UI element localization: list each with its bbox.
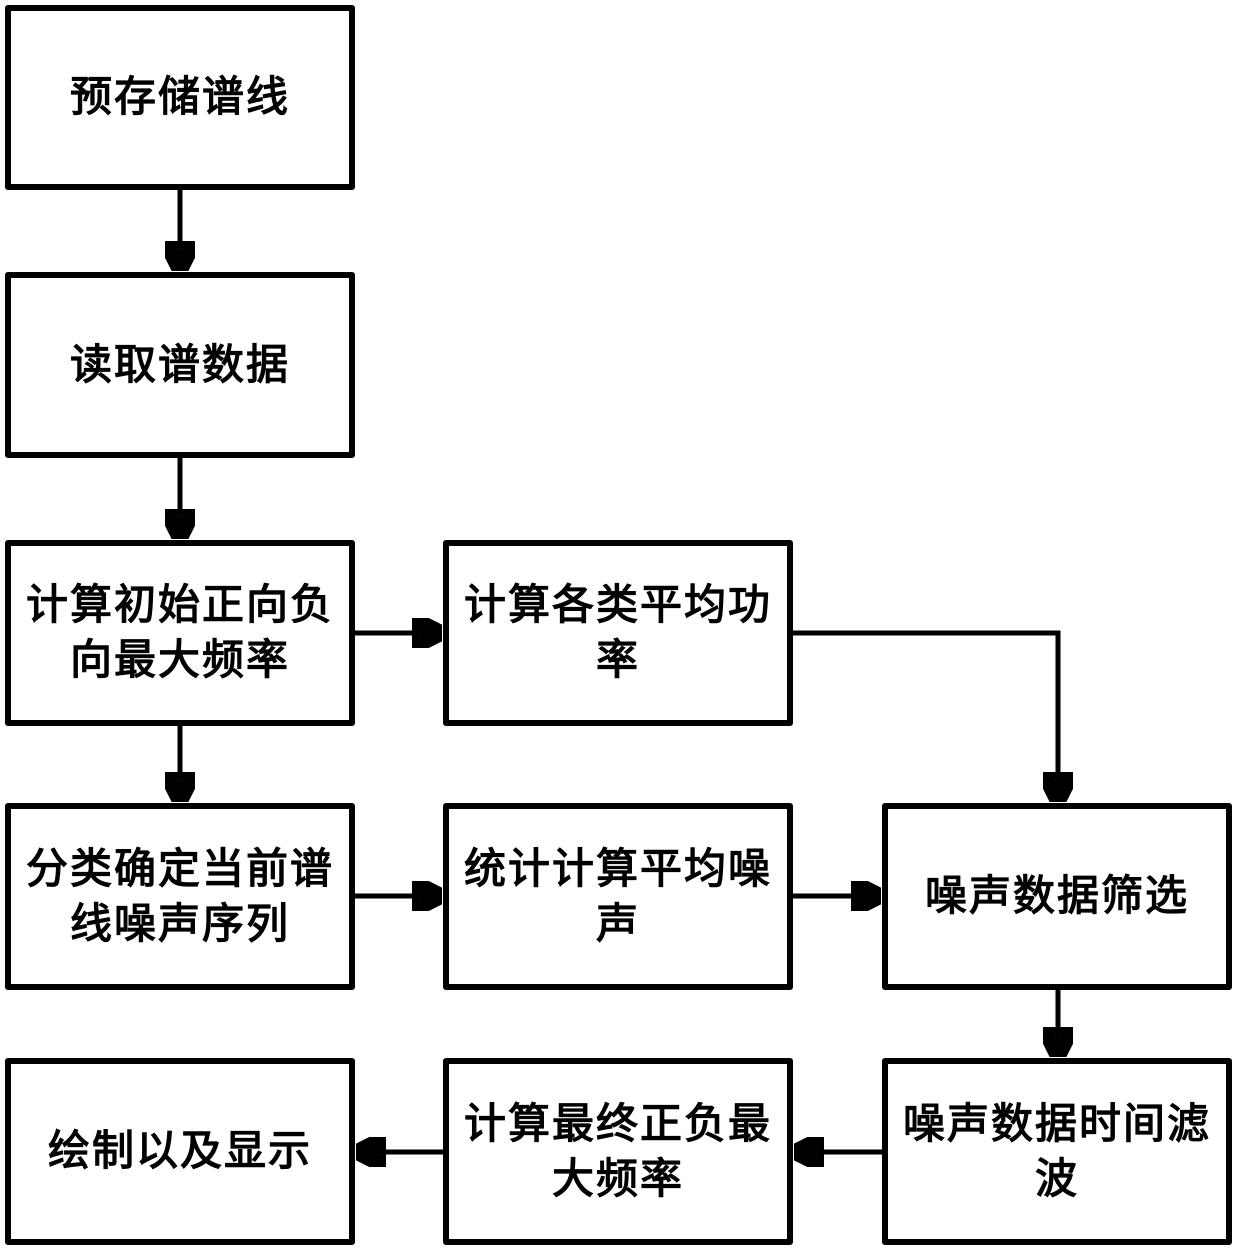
node-prestore-spectral-line: 预存储谱线	[5, 5, 355, 190]
node-draw-and-display: 绘制以及显示	[5, 1058, 355, 1245]
node-noise-data-screening: 噪声数据筛选	[882, 803, 1232, 990]
node-noise-data-time-filter: 噪声数据时间滤 波	[882, 1058, 1232, 1245]
node-calc-initial-max-freq: 计算初始正向负 向最大频率	[5, 540, 355, 726]
node-stat-calc-avg-noise: 统计计算平均噪 声	[443, 803, 793, 990]
arrow-avg-power-to-screening	[793, 630, 1058, 799]
node-calc-class-avg-power: 计算各类平均功 率	[443, 540, 793, 726]
node-classify-noise-sequence: 分类确定当前谱 线噪声序列	[5, 803, 355, 990]
node-calc-final-max-freq: 计算最终正负最 大频率	[443, 1058, 793, 1245]
node-read-spectrum-data: 读取谱数据	[5, 272, 355, 458]
